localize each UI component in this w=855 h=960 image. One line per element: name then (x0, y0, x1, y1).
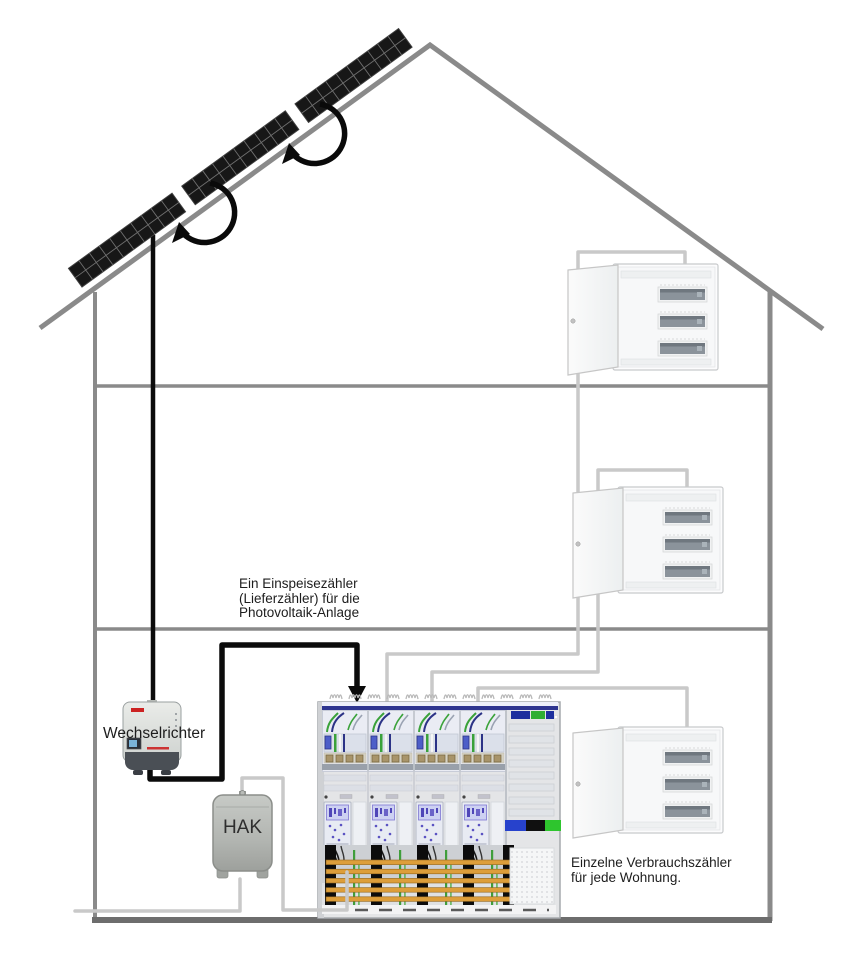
roof-line (38, 41, 825, 332)
inverter-label: Wechselrichter (103, 725, 206, 742)
hak-label: HAK (222, 817, 263, 838)
distribution-box-floor2 (572, 486, 724, 599)
cabinet-top-busbar (322, 706, 558, 710)
inverter-feed-cable (147, 642, 360, 782)
meter-column (320, 709, 370, 907)
meter-column (458, 709, 508, 907)
cabinet-service-column (505, 711, 561, 905)
cable-clamp-ticks (329, 694, 552, 700)
house-outline (38, 41, 825, 923)
hak-to-cabinet-cable (240, 776, 349, 912)
cable-floor3-box (385, 250, 687, 704)
meter-column (366, 709, 416, 907)
solar-panel-array (67, 28, 413, 288)
solar-panel (67, 192, 187, 288)
distribution-box-floor3 (567, 263, 719, 376)
cable-floor1-box (476, 686, 689, 730)
distribution-box-floor1 (572, 726, 724, 839)
inverter-logo (131, 708, 144, 712)
meter-column (412, 709, 462, 907)
meter-cabinet (317, 694, 561, 919)
hak-box (212, 790, 273, 879)
street-supply-cable (73, 877, 242, 913)
consumption-meters-label: Einzelne Verbrauchszähler für jede Wohnu… (571, 855, 732, 885)
solar-panel (294, 28, 413, 123)
feed-meter-label: Ein Einspeisezähler (Lieferzähler) für d… (239, 576, 360, 620)
inverter (122, 700, 182, 775)
solar-panel (181, 110, 300, 206)
